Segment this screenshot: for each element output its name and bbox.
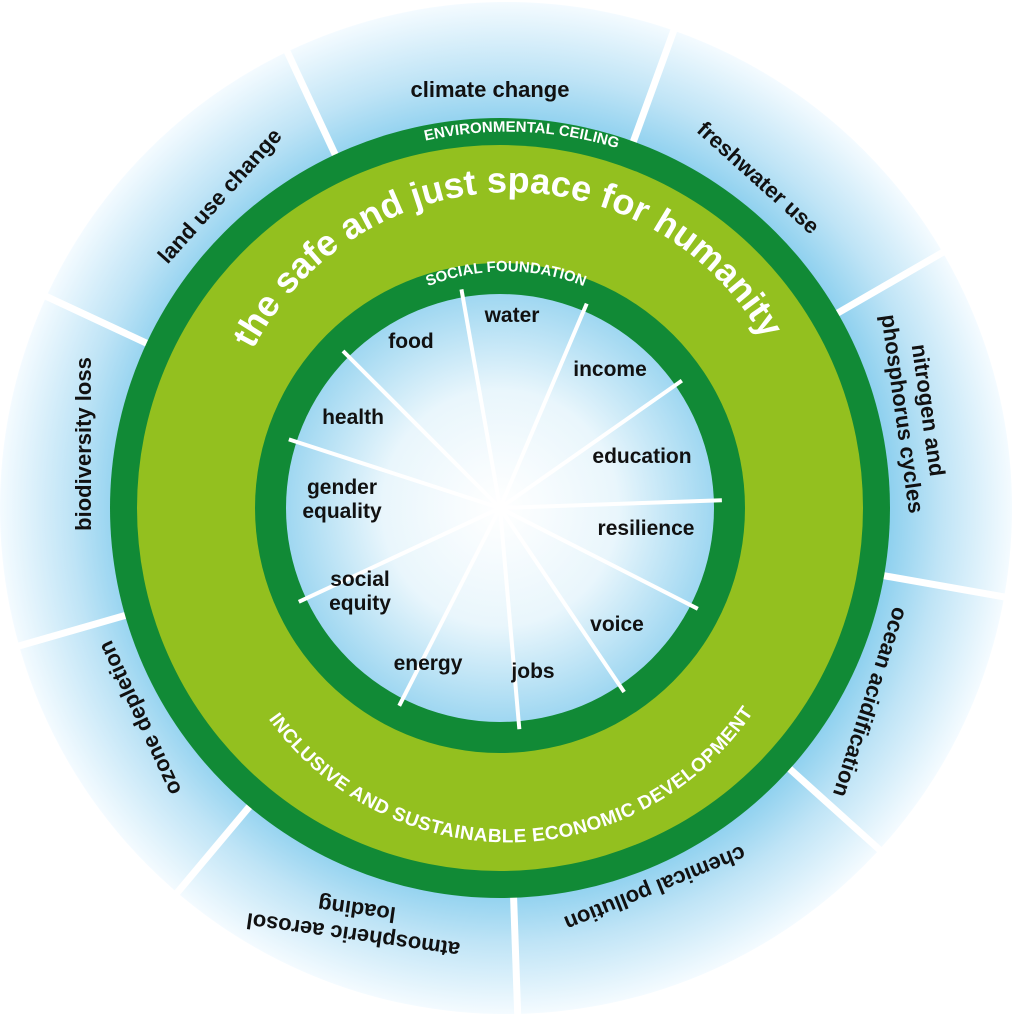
inner-spoke-1	[459, 289, 502, 509]
outer-divider-3	[831, 244, 953, 319]
outer-divider-5	[783, 763, 889, 859]
outer-dividers	[0, 18, 1013, 1017]
social-income: income	[573, 358, 647, 381]
social-energy: energy	[394, 652, 463, 675]
boundary-climate-change: climate change	[411, 77, 570, 102]
outer-divider-1	[277, 35, 341, 161]
social-food: food	[388, 330, 433, 353]
inner-spoke-4	[499, 498, 722, 510]
inner-spoke-2	[498, 302, 589, 509]
inner-spoke-9	[297, 506, 501, 604]
social-voice: voice	[590, 613, 644, 636]
inner-spoke-5	[499, 506, 699, 611]
outer-divider-8	[0, 610, 131, 655]
social-dimension-labels: water income education resilience voice jobs e…	[302, 304, 694, 683]
inner-spoke-10	[288, 437, 501, 510]
inner-spoke-7	[498, 507, 522, 730]
social-jobs: jobs	[510, 660, 554, 683]
outer-divider-4	[878, 571, 1013, 602]
inner-spoke-8	[397, 507, 502, 707]
social-health: health	[322, 406, 384, 429]
inner-spoke-6	[498, 506, 626, 694]
social-education: education	[592, 445, 691, 468]
outer-divider-6	[509, 892, 522, 1017]
outer-divider-2	[628, 18, 682, 148]
outer-divider-9	[27, 285, 153, 349]
inner-dividers	[288, 289, 722, 730]
outer-divider-7	[163, 800, 256, 909]
inner-spoke-3	[498, 379, 683, 510]
social-water: water	[484, 304, 540, 327]
boundary-biodiversity-loss: biodiversity loss	[71, 357, 96, 531]
inner-spoke-11	[341, 349, 502, 510]
social-resilience: resilience	[598, 517, 695, 540]
